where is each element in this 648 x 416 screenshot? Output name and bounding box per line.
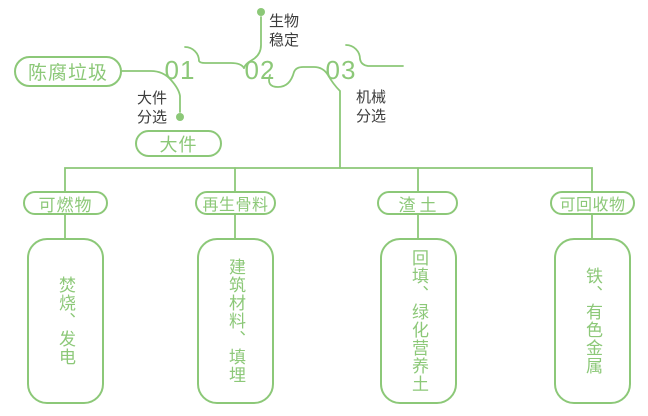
outcome-box-incineration: 焚烧、发电 — [27, 238, 104, 404]
step-label-bio-stabilization: 生物 稳定 — [269, 12, 299, 50]
step-number-01: 01 — [164, 55, 196, 85]
step-label-line: 分选 — [356, 108, 387, 125]
step-label-line: 生物 — [269, 13, 300, 30]
flow-line-01-to-02 — [184, 46, 245, 69]
step-label-line: 分选 — [137, 109, 168, 126]
category-pill-slag-soil: 渣土 — [377, 191, 458, 215]
category-pill-recyclables: 可回收物 — [550, 191, 635, 215]
connector-dot-bulky — [176, 113, 184, 121]
category-label: 渣土 — [398, 195, 441, 215]
bulky-item-pill: 大件 — [135, 130, 222, 157]
bulky-item-label: 大件 — [159, 134, 198, 155]
step-label-mechanical-sorting: 机械 分选 — [356, 88, 386, 126]
step-number-03: 03 — [325, 55, 357, 85]
category-label: 可回收物 — [559, 197, 626, 214]
flow-line-03-tail — [345, 44, 404, 67]
step-number-02: 02 — [244, 55, 276, 85]
outcome-text: 铁、有色金属 — [583, 267, 602, 375]
outcome-text: 焚烧、发电 — [56, 276, 75, 366]
outcome-box-metals: 铁、有色金属 — [554, 238, 631, 404]
flow-line-biostable-to-02 — [243, 16, 262, 69]
step-label-bulky-sorting: 大件 分选 — [137, 89, 167, 127]
category-pill-recycled-aggregate: 再生骨料 — [195, 191, 276, 215]
source-pill: 陈腐垃圾 — [14, 56, 122, 87]
outcome-text: 建筑材料、填埋 — [226, 258, 245, 384]
outcome-box-building-materials: 建筑材料、填埋 — [197, 238, 274, 404]
source-label: 陈腐垃圾 — [27, 63, 108, 84]
category-pill-combustibles: 可燃物 — [23, 191, 108, 215]
step-label-line: 稳定 — [269, 32, 300, 49]
flow-line-02-to-03-down — [268, 66, 341, 169]
connector-dot-biostable — [257, 8, 265, 16]
branch-rail — [64, 167, 593, 193]
outcome-text: 回填、绿化营养土 — [409, 249, 428, 393]
step-label-line: 大件 — [137, 90, 168, 107]
outcome-box-backfill: 回填、绿化营养土 — [380, 238, 457, 404]
category-label: 再生骨料 — [202, 197, 269, 214]
category-label: 可燃物 — [38, 195, 93, 215]
flow-line-source-to-bulky — [121, 70, 181, 113]
step-label-line: 机械 — [356, 89, 387, 106]
